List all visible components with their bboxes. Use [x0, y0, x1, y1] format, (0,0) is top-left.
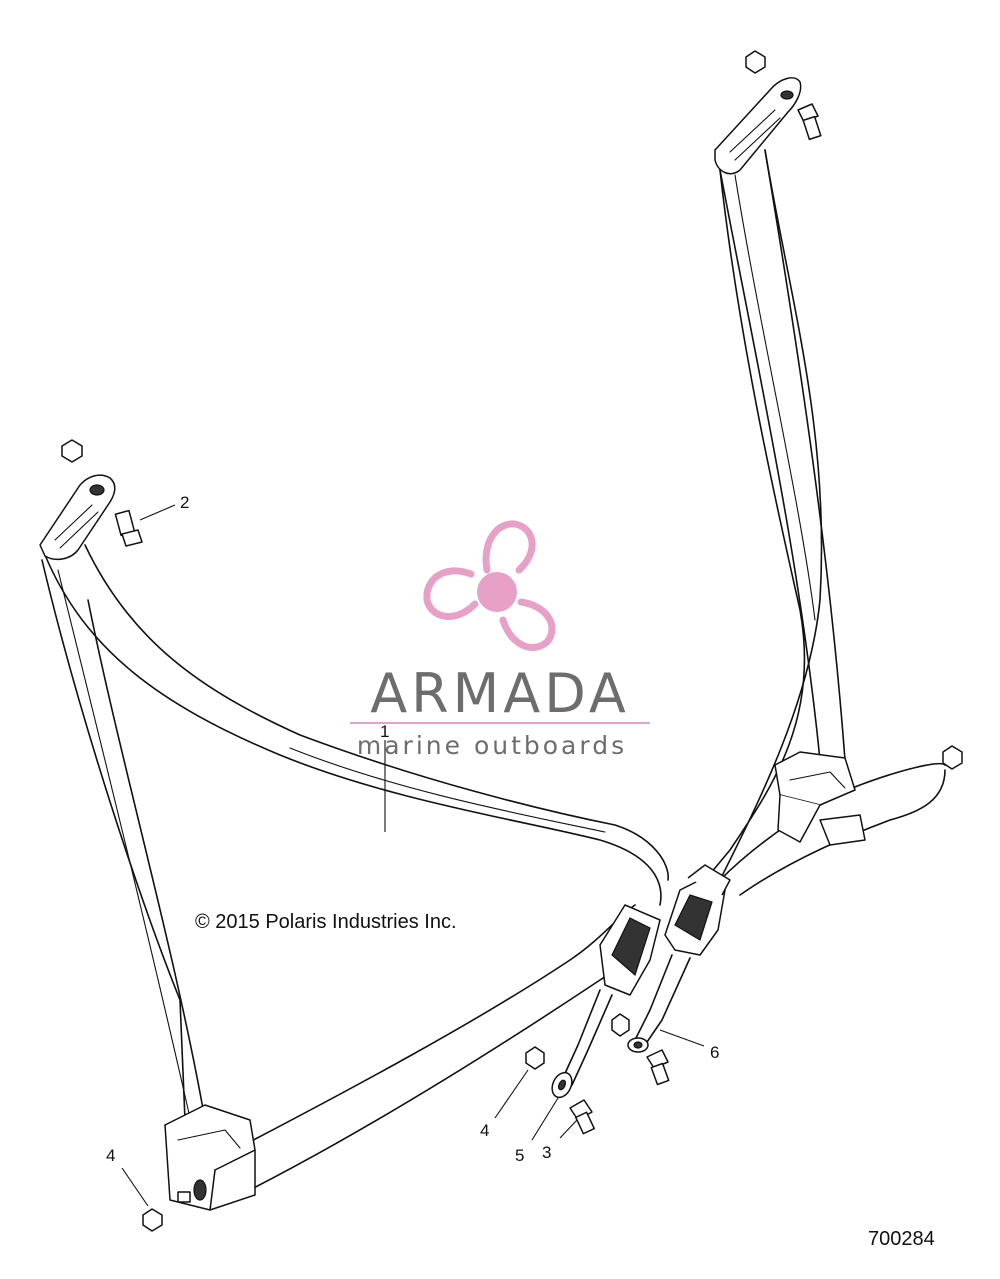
left-lap-strap-top — [214, 904, 636, 1161]
left-anchor-hole — [89, 484, 105, 496]
callout-4-center: 4 — [480, 1121, 489, 1140]
nut-right-top — [745, 50, 766, 74]
callouts: 1 2 4 4 5 3 6 — [106, 493, 719, 1207]
nut-4-left — [142, 1208, 163, 1232]
right-strap-e — [764, 149, 846, 761]
left-belt-assembly — [39, 439, 669, 1232]
left-vertical-strap-c — [57, 569, 191, 1119]
bolt-center-right — [646, 1049, 670, 1086]
left-anchor-plate — [39, 474, 116, 561]
left-vertical-strap-b — [87, 599, 206, 1121]
callout-4-left: 4 — [106, 1146, 115, 1165]
watermark-tagline: marine outboards — [357, 731, 627, 760]
nut-4-center — [525, 1046, 545, 1070]
callout-5: 5 — [515, 1146, 524, 1165]
right-lap-strap-bottom — [739, 769, 946, 896]
watermark-brand: ARMADA — [370, 662, 630, 725]
left-strap-inner — [84, 544, 669, 881]
armada-watermark: ARMADA marine outboards — [350, 520, 650, 760]
right-strap-d — [719, 169, 821, 761]
left-strap-fold — [289, 747, 606, 833]
callout-1: 1 — [380, 722, 389, 741]
bolt-3 — [569, 1099, 595, 1135]
right-retractor — [774, 751, 866, 846]
callout-3: 3 — [542, 1143, 551, 1162]
bolt-right-top — [797, 103, 822, 141]
bolt-2 — [114, 509, 143, 547]
left-lap-strap-bottom — [229, 934, 656, 1201]
tongue-5 — [551, 904, 661, 1099]
nut-right — [942, 745, 963, 770]
buckle-6 — [627, 864, 731, 1053]
right-strap-a — [704, 169, 806, 881]
callout-6: 6 — [710, 1043, 719, 1062]
copyright-text: © 2015 Polaris Industries Inc. — [195, 911, 457, 933]
propeller-logo-icon — [423, 520, 556, 651]
right-belt-assembly — [525, 50, 963, 1135]
left-vertical-strap-a — [41, 559, 186, 1121]
nut-left-top — [61, 439, 83, 463]
diagram-number: 700284 — [868, 1228, 935, 1250]
left-strap-outer — [44, 554, 662, 906]
callout-2: 2 — [180, 493, 189, 512]
right-strap-c — [734, 174, 816, 621]
left-retractor — [164, 1104, 256, 1211]
right-anchor-hole — [780, 90, 794, 100]
nut-center-upper — [611, 1013, 630, 1037]
right-strap-b — [719, 149, 823, 881]
